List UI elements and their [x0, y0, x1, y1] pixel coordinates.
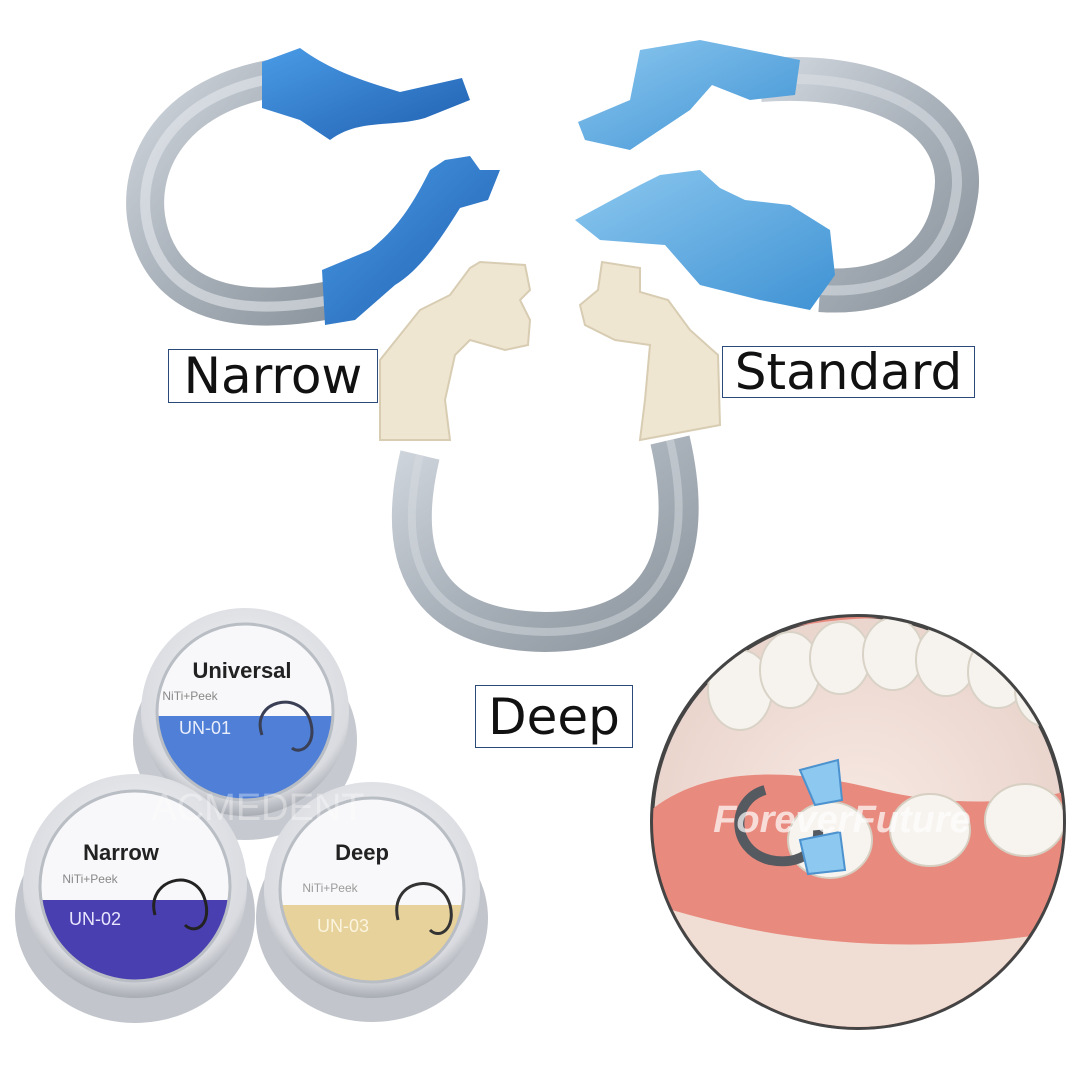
- narrow-matrix-ring: [126, 48, 500, 326]
- jar-deep-title: Deep: [335, 840, 389, 865]
- watermark-brand: ACMEDENT: [151, 787, 364, 829]
- jar-deep-material: NiTi+Peek: [302, 881, 358, 895]
- label-standard: Standard: [722, 346, 975, 398]
- label-narrow-text: Narrow: [183, 347, 363, 405]
- jar-universal-code: UN-01: [179, 718, 231, 738]
- jar-narrow-code: UN-02: [69, 909, 121, 929]
- jar-universal-title: Universal: [192, 658, 291, 683]
- jar-deep-code: UN-03: [317, 916, 369, 936]
- label-standard-text: Standard: [734, 343, 963, 401]
- label-deep-text: Deep: [488, 687, 620, 746]
- jar-narrow-title: Narrow: [83, 840, 160, 865]
- label-deep: Deep: [475, 685, 633, 748]
- label-narrow: Narrow: [168, 349, 378, 403]
- jar-narrow: [15, 774, 255, 1023]
- watermark-photo: ForeverFuture: [713, 799, 971, 841]
- dental-model-photo: [650, 614, 1066, 1030]
- jar-narrow-material: NiTi+Peek: [62, 872, 118, 886]
- jar-deep: [256, 782, 488, 1022]
- deep-matrix-ring: [379, 260, 722, 653]
- jar-universal-material: NiTi+Peek: [162, 689, 218, 703]
- standard-matrix-ring: [575, 40, 979, 313]
